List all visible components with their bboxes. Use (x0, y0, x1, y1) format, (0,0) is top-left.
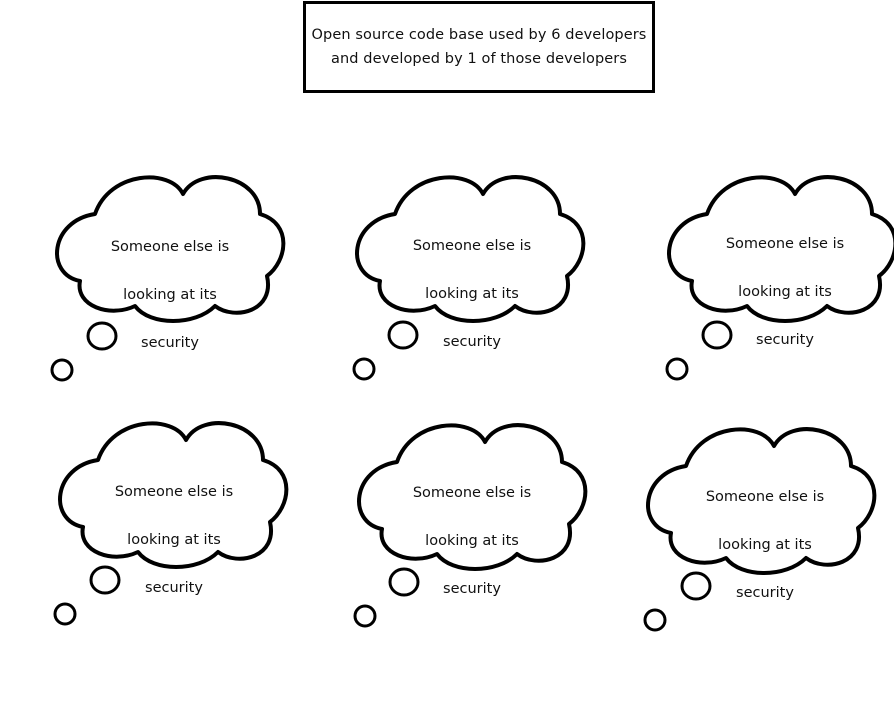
thought-cloud-icon (353, 423, 588, 628)
thought-text: Someone else is looking at its security (397, 457, 547, 625)
thought-text: Someone else is looking at its security (710, 208, 860, 376)
thought-line-3: security (145, 580, 203, 596)
thought-cloud-icon (665, 175, 894, 381)
thought-line-2: looking at its (425, 286, 519, 302)
thought-line-1: Someone else is (725, 236, 845, 252)
thought-bubble-2: Someone else is looking at its security (352, 166, 595, 396)
thought-line-1: Someone else is (114, 484, 234, 500)
header-text: Open source code base used by 6 develope… (312, 23, 647, 71)
thought-line-2: looking at its (123, 287, 217, 303)
thought-line-3: security (756, 332, 814, 348)
thought-text: Someone else is looking at its security (95, 211, 245, 379)
thought-line-1: Someone else is (412, 485, 532, 501)
thought-line-2: looking at its (127, 532, 221, 548)
thought-cloud-icon (352, 175, 586, 381)
thought-bubble-1: Someone else is looking at its security (50, 166, 295, 396)
thought-cloud-icon (53, 421, 289, 626)
thought-text: Someone else is looking at its security (397, 210, 547, 378)
thought-bubble-4: Someone else is looking at its security (53, 412, 298, 642)
thought-line-3: security (443, 581, 501, 597)
thought-line-2: looking at its (425, 533, 519, 549)
header-line-2: and developed by 1 of those developers (331, 51, 627, 67)
thought-line-1: Someone else is (412, 238, 532, 254)
thought-text: Someone else is looking at its security (99, 456, 249, 624)
thought-line-3: security (736, 585, 794, 601)
thought-line-3: security (443, 334, 501, 350)
thought-cloud-icon (50, 175, 286, 382)
header-line-1: Open source code base used by 6 develope… (311, 27, 647, 43)
thought-bubble-6: Someone else is looking at its security (643, 418, 886, 648)
header-box: Open source code base used by 6 develope… (303, 1, 655, 93)
thought-line-2: looking at its (718, 537, 812, 553)
thought-bubble-3: Someone else is looking at its security (665, 166, 894, 396)
thought-text: Someone else is looking at its security (690, 461, 840, 629)
thought-line-1: Someone else is (110, 239, 230, 255)
thought-line-1: Someone else is (705, 489, 825, 505)
thought-cloud-icon (643, 427, 877, 632)
thought-line-2: looking at its (738, 284, 832, 300)
thought-line-3: security (141, 335, 199, 351)
thought-bubble-5: Someone else is looking at its security (353, 414, 597, 644)
